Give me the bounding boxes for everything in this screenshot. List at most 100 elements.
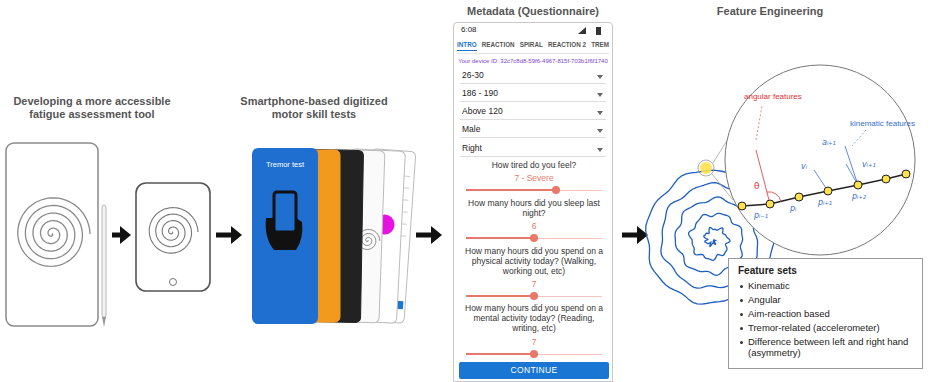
stylus-pen (102, 205, 106, 317)
zoom-source (698, 160, 714, 176)
leader-line (852, 130, 866, 146)
continue-button: CONTINUE (459, 362, 609, 379)
dropdown-caret (597, 93, 603, 97)
zoom-circle (725, 65, 915, 255)
list-item: Angular (738, 294, 913, 306)
phone-screenshot: CONTINUE6:08INTROREACTIONSPIRALREACTION … (453, 22, 613, 382)
slider-knob (530, 292, 538, 300)
bullet (740, 285, 743, 288)
dropdown-field: Above 120 (460, 105, 606, 120)
bullet (740, 341, 743, 344)
tab-bar: INTRO REACTION SPIRAL REACTION 2 TREM (457, 38, 609, 54)
dropdown-field: Right (460, 142, 606, 157)
phone-icon (274, 192, 296, 232)
app-screen-card: Tremor test (252, 148, 318, 324)
math-symbol: pᵢ (790, 204, 797, 214)
slider (466, 292, 602, 300)
dropdown-caret (596, 74, 604, 80)
sample-point (902, 170, 910, 178)
section-title: Smartphone-based digitized motor skill t… (228, 95, 400, 121)
list-text: Angular (748, 294, 913, 306)
slider-knob (552, 186, 560, 194)
flow-arrow (216, 233, 233, 238)
list-text: Difference between left and right hand (… (748, 336, 913, 360)
section-title: Developing a more accessible fatigue ass… (8, 95, 176, 121)
annotation-label: kinematic features (850, 119, 915, 129)
math-symbol: vᵢ₊₁ (862, 160, 876, 170)
highlight-spot (700, 162, 712, 174)
list-text: Aim-reaction based (748, 308, 913, 320)
list-text: Tremor-related (accelerometer) (748, 322, 913, 334)
bullet (740, 327, 743, 330)
hand-icon (266, 218, 303, 250)
bullet (740, 299, 743, 302)
sample-point (795, 193, 803, 201)
slider-fill (466, 189, 556, 191)
flow-arrow (622, 233, 639, 238)
sample-point (824, 187, 832, 195)
flow-arrow (416, 233, 433, 238)
dropdown-caret (596, 92, 604, 98)
question-text: How many hours did you spend on a mental… (459, 303, 609, 333)
slider-knob (530, 350, 538, 358)
flow-arrow-head (431, 226, 442, 244)
home-button (170, 279, 177, 286)
slider-fill (466, 237, 534, 239)
dropdown-field: 26-30 (460, 69, 606, 84)
tab-label: SPIRAL (520, 41, 543, 50)
section-title: Feature Engineering (690, 5, 850, 18)
tab-label: TREM (591, 41, 609, 50)
list-item: Tremor-related (accelerometer) (738, 322, 913, 334)
math-symbol: pᵢ₊₂ (852, 192, 866, 202)
signal-icon (578, 27, 586, 34)
math-symbol: vᵢ (801, 162, 807, 172)
spiral-drawing (18, 198, 90, 266)
velocity-vector (845, 146, 858, 185)
dropdown-value: 26-30 (462, 70, 484, 80)
feature-sets-box: Feature setsKinematicAngularAim-reaction… (728, 258, 923, 369)
slider-value: 7 (459, 337, 609, 347)
question-text: How many hours did you sleep last night? (459, 198, 609, 218)
battery-icon (596, 27, 601, 35)
dropdown-value: Male (462, 124, 480, 134)
dropdown-value: 186 - 190 (462, 88, 498, 98)
tab-label: REACTION 2 (548, 41, 586, 50)
phone-outline (136, 183, 210, 291)
dropdown-value: Above 120 (462, 106, 503, 116)
sample-point (766, 200, 774, 208)
tab-label: INTRO (457, 41, 477, 51)
math-symbol: pᵢ₊₁ (818, 198, 832, 208)
slider (466, 350, 602, 358)
slider-value: 6 (459, 221, 609, 231)
slider-fill (466, 295, 534, 297)
slider-value: 7 (459, 279, 609, 289)
dropdown-field: Male (460, 123, 606, 138)
slider-knob (530, 234, 538, 242)
section-title: Metadata (Questionnaire) (445, 5, 621, 18)
dropdown-caret (597, 129, 603, 133)
annotation-label: angular features (744, 92, 802, 102)
list-item: Difference between left and right hand (… (738, 336, 913, 360)
sample-point (854, 181, 862, 189)
slider (466, 186, 602, 194)
tab-label: REACTION (482, 41, 515, 50)
dropdown-caret (597, 148, 603, 152)
tablet-outline (6, 143, 98, 326)
sample-point (882, 175, 890, 183)
slider-fill (466, 353, 534, 355)
question-text: How tired do you feel? (459, 160, 609, 170)
list-item: Aim-reaction based (738, 308, 913, 320)
button-label: CONTINUE (459, 362, 609, 379)
bullet (740, 313, 743, 316)
dropdown-field: 186 - 190 (460, 87, 606, 102)
leader-line (756, 106, 762, 140)
dropdown-caret (597, 111, 603, 115)
flow-arrow-head (231, 226, 242, 244)
angle-line (756, 150, 770, 204)
math-symbol: pᵢ₋₁ (754, 211, 768, 221)
dropdown-caret (596, 110, 604, 116)
spiral-drawing (149, 208, 198, 254)
stylus-tip (102, 317, 106, 327)
math-symbol: aᵢ₊₁ (822, 138, 836, 148)
